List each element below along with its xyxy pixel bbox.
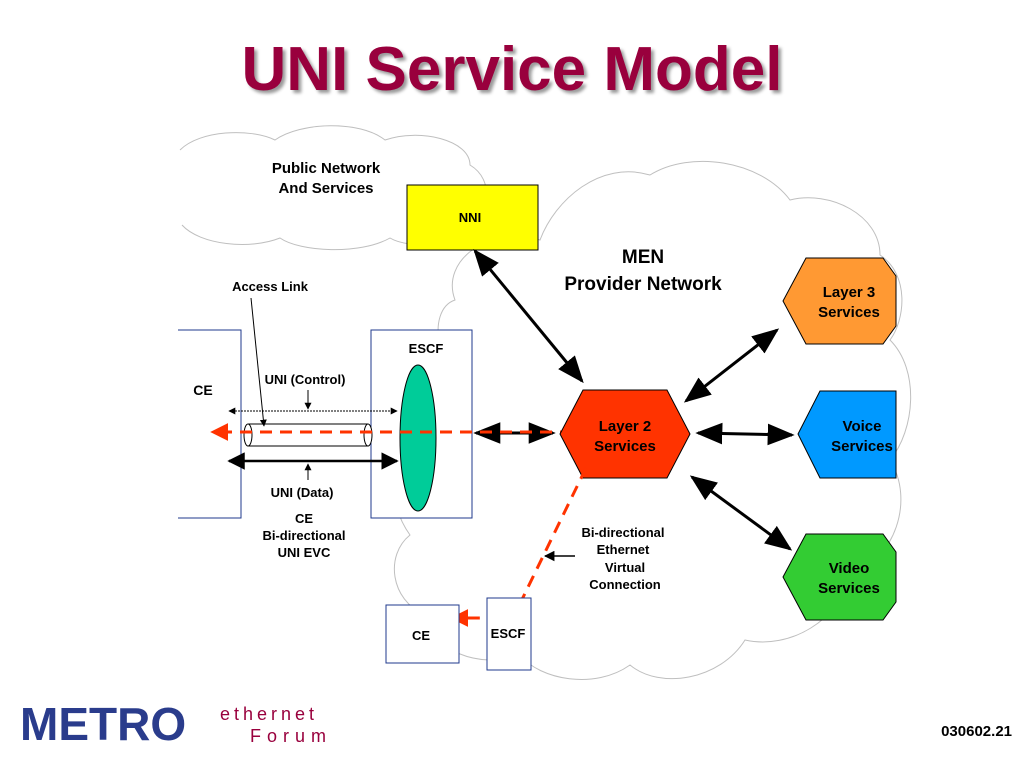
uni-control-label: UNI (Control) [265, 372, 346, 387]
escf-main-label: ESCF [409, 341, 444, 356]
pipe-left-end [243, 423, 253, 447]
layer2-label-2: Services [594, 438, 656, 455]
escf-small-box [486, 597, 532, 671]
slide-title: UNI Service Model [241, 35, 783, 104]
bievc-label-2: Ethernet [597, 542, 650, 557]
uni-data-label: UNI (Data) [271, 485, 334, 500]
nni-label: NNI [459, 210, 481, 225]
layer2-layer3-link [683, 328, 780, 403]
logo-metro: METRO [20, 700, 186, 746]
video-hexagon [782, 533, 897, 621]
bievc-label-4: Connection [589, 577, 661, 592]
video-label-1: Video [829, 560, 870, 577]
video-label-2: Services [818, 580, 880, 597]
voice-label-1: Voice [843, 418, 882, 435]
voice-label-2: Services [831, 438, 893, 455]
logo-ethernet: ethernet [220, 704, 318, 724]
public-network-label-1: Public Network [272, 160, 381, 177]
bievc-label-1: Bi-directional [581, 525, 664, 540]
layer2-hexagon [559, 389, 691, 479]
public-network-label-2: And Services [278, 180, 373, 197]
slide-number: 030602.21 [941, 723, 1012, 740]
evc-label-2: Bi-directional [262, 528, 345, 543]
layer2-voice-link [695, 422, 795, 446]
access-link-pointer [250, 297, 267, 427]
bievc-label-3: Virtual [605, 560, 645, 575]
nni-box [406, 184, 539, 251]
ce-main-box [178, 329, 242, 519]
ce-small-box [385, 604, 460, 664]
layer2-video-link [689, 475, 793, 551]
men-label-1: MEN [622, 247, 664, 268]
pipe-right-end [363, 423, 373, 447]
access-link-label: Access Link [232, 279, 309, 294]
layer2-label-1: Layer 2 [599, 418, 652, 435]
escf-small-label: ESCF [491, 626, 526, 641]
layer3-label-2: Services [818, 304, 880, 321]
layer3-label-1: Layer 3 [823, 284, 876, 301]
ce-main-label: CE [193, 382, 212, 398]
layer3-hexagon [782, 257, 897, 345]
voice-hexagon [797, 390, 897, 479]
evc-label-1: CE [295, 511, 313, 526]
metro-ethernet-forum-logo: METRO ethernet Forum [20, 700, 332, 746]
ce-small-label: CE [412, 628, 430, 643]
escf-ellipse [399, 364, 437, 512]
logo-forum: Forum [250, 726, 332, 746]
men-label-2: Provider Network [564, 274, 722, 295]
evc-label-3: UNI EVC [278, 545, 331, 560]
nni-layer2-link [473, 248, 584, 384]
